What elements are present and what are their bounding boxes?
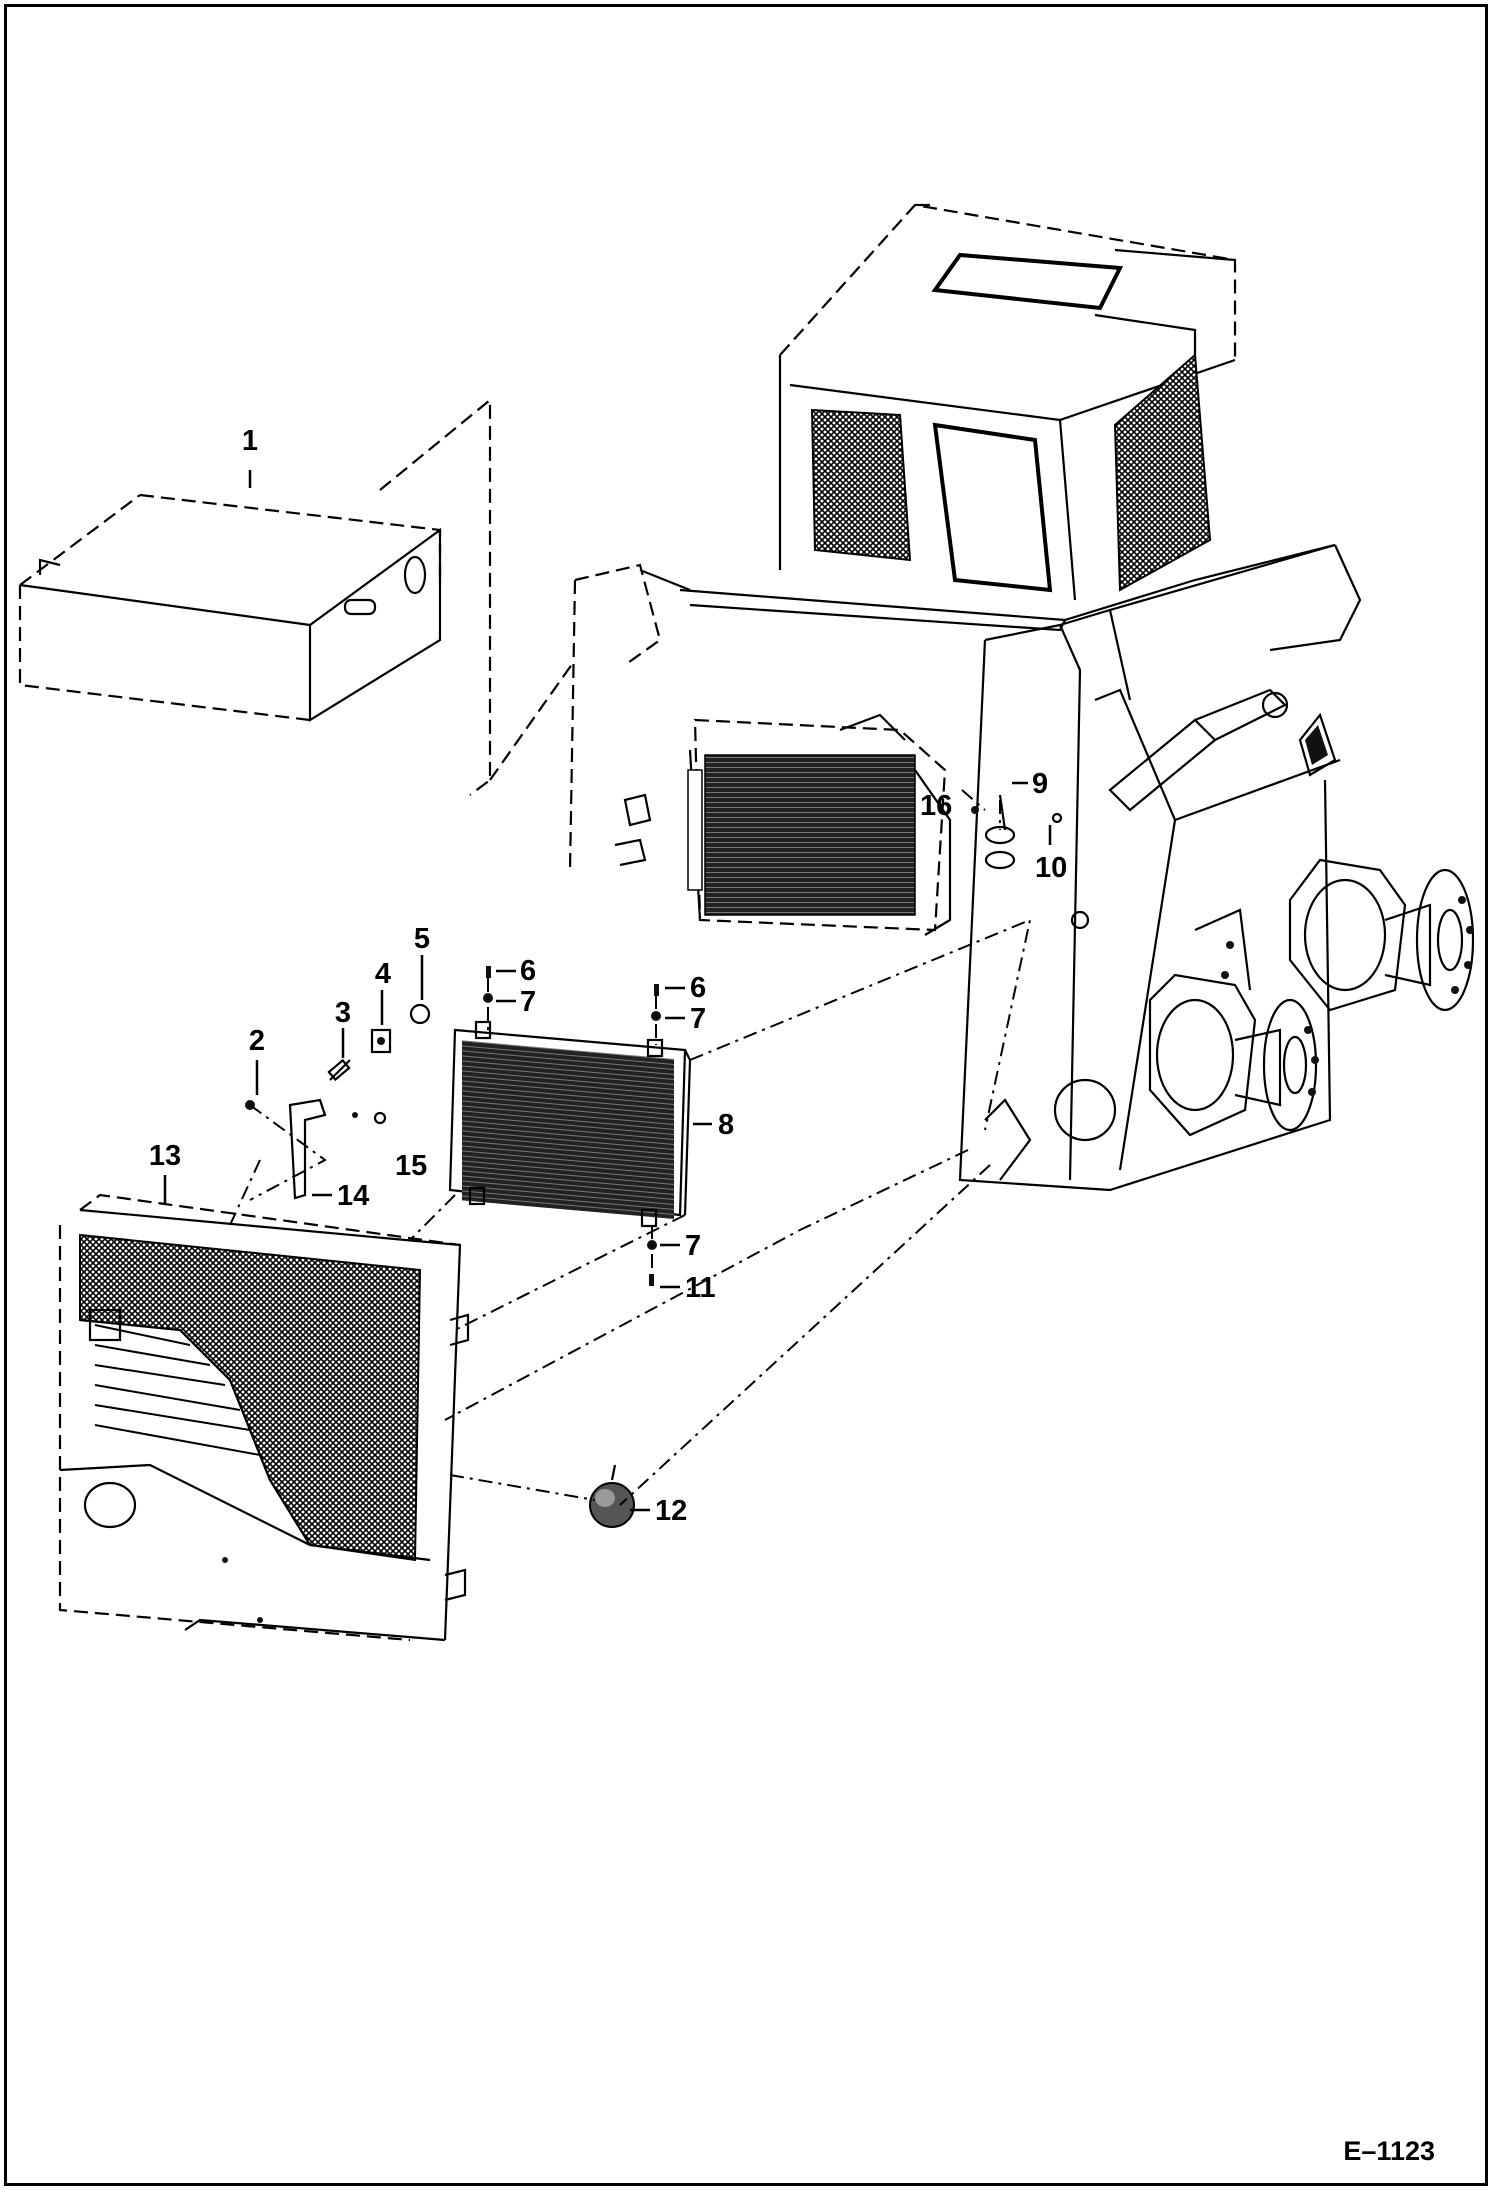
drawing-code: E–1123 bbox=[1343, 2136, 1435, 2166]
callout-3: 3 bbox=[335, 997, 351, 1029]
callout-7-right: 7 bbox=[690, 1003, 706, 1035]
callout-leaders bbox=[163, 470, 1052, 1512]
callout-11: 11 bbox=[685, 1272, 716, 1304]
callout-12: 12 bbox=[655, 1495, 687, 1527]
engine-cover-panel bbox=[18, 397, 576, 796]
callout-4: 4 bbox=[375, 958, 391, 990]
axle-hub-rear bbox=[1288, 858, 1475, 1012]
oil-cooler bbox=[448, 1020, 692, 1228]
callout-13: 13 bbox=[149, 1140, 181, 1172]
callout-5: 5 bbox=[414, 923, 430, 955]
drawing-frame bbox=[4, 4, 1488, 2186]
callout-16: 16 bbox=[920, 790, 952, 822]
callout-6-left: 6 bbox=[520, 955, 536, 987]
axle-hub-front bbox=[1148, 973, 1319, 1137]
callout-labels: 1 2 3 4 5 6 7 6 7 8 7 11 9 16 10 12 13 1… bbox=[149, 425, 1067, 1527]
callout-8: 8 bbox=[718, 1109, 734, 1141]
callout-6-right: 6 bbox=[690, 972, 706, 1004]
callout-7-left: 7 bbox=[520, 986, 536, 1018]
assembly-lines bbox=[229, 789, 1032, 1506]
callout-14: 14 bbox=[337, 1180, 369, 1212]
machine-frame bbox=[568, 203, 1475, 1192]
callout-7-bottom: 7 bbox=[685, 1230, 701, 1262]
callout-15: 15 bbox=[395, 1150, 427, 1182]
callout-2: 2 bbox=[249, 1025, 265, 1057]
callout-10: 10 bbox=[1035, 852, 1067, 884]
callout-9: 9 bbox=[1032, 768, 1048, 800]
callout-1: 1 bbox=[242, 425, 258, 457]
hardware-parts bbox=[245, 794, 1063, 1528]
grille-door bbox=[58, 1193, 470, 1642]
